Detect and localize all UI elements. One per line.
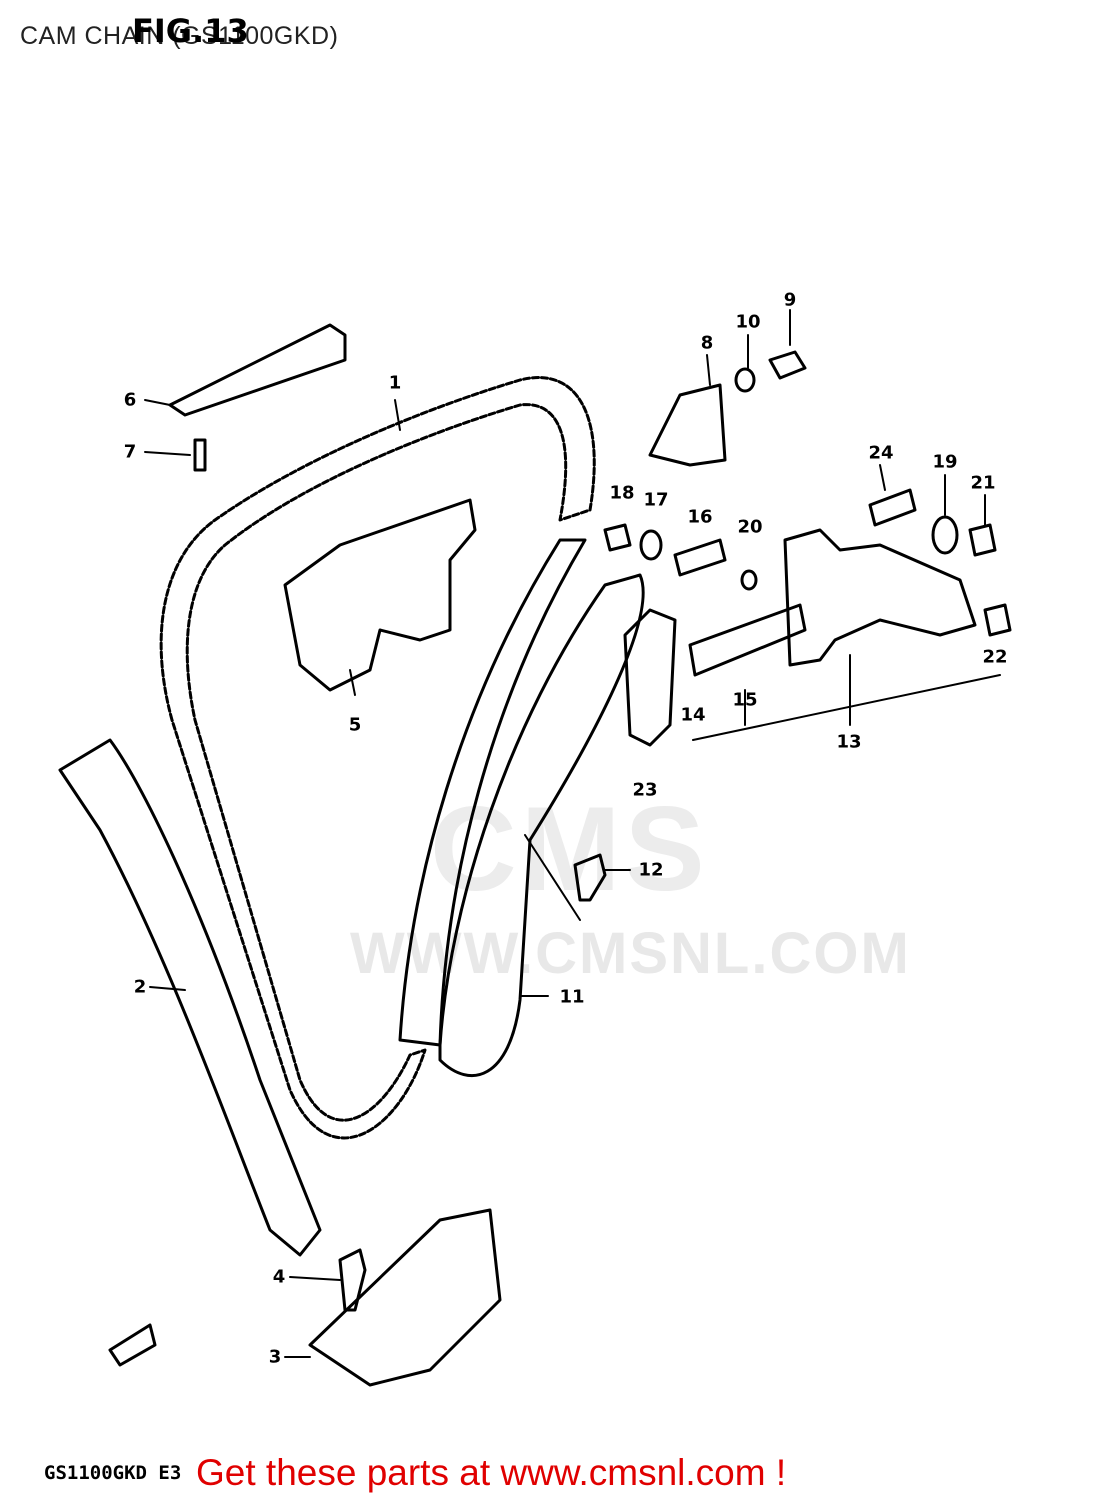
gasket-23 [623,608,677,747]
callout-24: 24 [868,442,894,464]
callout-12: 12 [638,859,664,881]
bolt-7 [193,438,207,472]
callout-15: 15 [732,689,758,711]
callout-5: 5 [348,714,362,736]
callout-20: 20 [737,516,763,538]
leader-lines [144,309,1001,1358]
figure-number: FIG.13 [132,12,249,50]
callout-11: 11 [559,986,585,1008]
chain-guide-upper [283,498,477,692]
callout-1: 1 [388,372,402,394]
tensioner-adjuster-arm [438,573,645,1077]
washer-10 [734,367,756,393]
callout-13: 13 [836,731,862,753]
callout-16: 16 [687,506,713,528]
spring-16 [673,538,727,577]
callout-3: 3 [268,1346,282,1368]
callout-6: 6 [123,389,137,411]
tensioner-guide [398,538,587,1047]
callout-8: 8 [700,332,714,354]
callout-9: 9 [783,289,797,311]
tensioner-body [783,528,977,667]
callout-14: 14 [680,704,706,726]
callout-7: 7 [123,441,137,463]
bolt-4 [338,1248,367,1312]
model-code: GS1100GKD E3 [44,1462,182,1484]
chain-holder [308,1208,502,1387]
cta-link[interactable]: Get these parts at www.cmsnl.com ! [196,1452,787,1493]
callout-17: 17 [643,489,669,511]
nut-22 [983,603,1012,637]
page-title: CAM CHAIN (GS1100GKD) [20,22,339,50]
bolt-12 [573,853,607,902]
cam-chain [159,376,596,1140]
bolt-24 [868,488,917,527]
callout-2: 2 [133,976,147,998]
washer-20 [740,569,758,591]
callout-22: 22 [982,646,1008,668]
callout-4: 4 [272,1266,286,1288]
callout-10: 10 [735,311,761,333]
callout-21: 21 [970,472,996,494]
chain-guide-rear [58,738,322,1257]
chain-guide-top [168,323,347,417]
push-rod [688,603,807,677]
fwd-arrow [108,1323,157,1367]
callout-18: 18 [609,482,635,504]
callout-19: 19 [932,451,958,473]
washer-17 [639,529,663,561]
cushion-8 [648,383,727,467]
nut-18 [603,523,632,552]
callout-23: 23 [632,779,658,801]
o-ring-19 [931,515,959,555]
screw-9 [768,350,807,380]
cap-21 [968,523,997,557]
